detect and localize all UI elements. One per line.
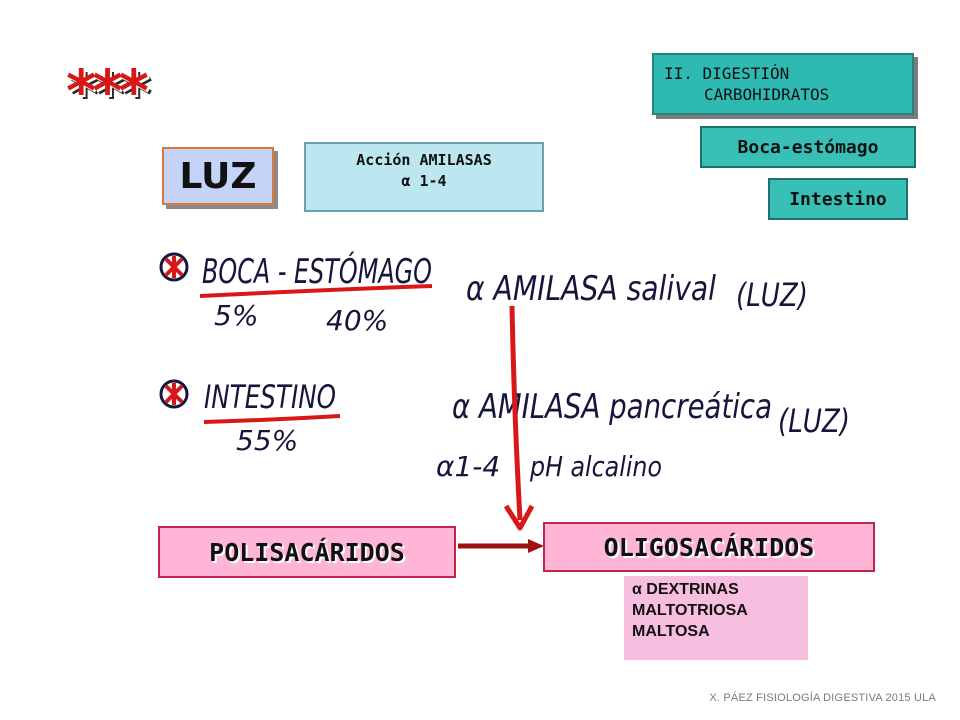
amilasas-box: Acción AMILASAS α 1-4 bbox=[304, 142, 544, 212]
down-arrow-icon bbox=[503, 305, 535, 531]
topic-line-1: II. DIGESTIÓN bbox=[664, 64, 790, 83]
hw-amilasa-salival: α AMILASA salival bbox=[466, 269, 716, 309]
hw-luz-2: (LUZ) bbox=[778, 402, 850, 440]
hw-luz-1: (LUZ) bbox=[736, 276, 808, 314]
products-box: α DEXTRINAS MALTOTRIOSA MALTOSA bbox=[624, 576, 808, 660]
hw-pct-estomago: 40% bbox=[326, 304, 388, 337]
product-item: MALTOSA bbox=[632, 623, 710, 640]
hw-pct-intestino: 55% bbox=[236, 424, 298, 457]
footer-credit: X. PÁEZ FISIOLOGÍA DIGESTIVA 2015 ULA bbox=[709, 692, 936, 704]
hw-bond-alpha: α1-4 bbox=[436, 450, 500, 483]
product-item: MALTOTRIOSA bbox=[632, 602, 748, 619]
topic-box: II. DIGESTIÓN CARBOHIDRATOS bbox=[652, 53, 914, 115]
hw-ph-alcalino: pH alcalino bbox=[529, 450, 662, 483]
luz-box: LUZ bbox=[162, 147, 274, 205]
amilasas-line-1: Acción AMILASAS bbox=[356, 151, 492, 169]
red-underline-1 bbox=[199, 284, 433, 298]
three-stars-decoration: *** bbox=[66, 57, 149, 125]
polisacaridos-box: POLISACÁRIDOS bbox=[158, 526, 456, 578]
oligosacaridos-box: OLIGOSACÁRIDOS bbox=[543, 522, 875, 572]
product-item: α DEXTRINAS bbox=[632, 581, 739, 598]
bullet-star-icon-2 bbox=[159, 379, 189, 409]
topic-line-2: CARBOHIDRATOS bbox=[704, 85, 830, 104]
hw-boca-estomago-title: BOCA - ESTÓMAGO bbox=[202, 251, 432, 292]
tag-intestino: Intestino bbox=[768, 178, 908, 220]
hw-pct-boca: 5% bbox=[214, 299, 258, 332]
hw-amilasa-pancreatica: α AMILASA pancreática bbox=[452, 387, 772, 427]
right-arrow-icon bbox=[458, 539, 544, 553]
amilasas-line-2: α 1-4 bbox=[401, 172, 447, 190]
red-underline-2 bbox=[203, 414, 341, 424]
bullet-star-icon-1 bbox=[159, 252, 189, 282]
tag-boca-estomago: Boca-estómago bbox=[700, 126, 916, 168]
hw-intestino-title: INTESTINO bbox=[204, 378, 336, 416]
